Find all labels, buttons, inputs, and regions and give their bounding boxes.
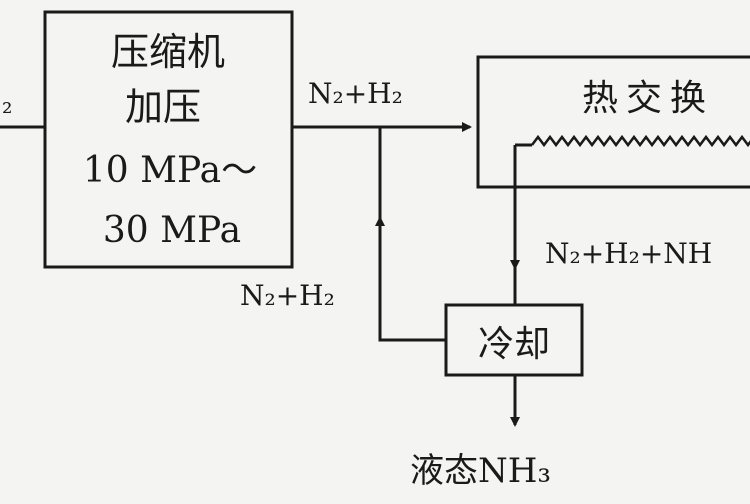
- compressor-line-4: 30 MPa: [103, 210, 241, 251]
- cooler-label: 冷却: [478, 324, 550, 365]
- compressor-line-1: 压缩机: [111, 30, 225, 74]
- inlet-partial-label: ₂: [2, 90, 12, 120]
- heat-exchanger-label: 热交换: [582, 78, 714, 119]
- recycle-line: [378, 127, 446, 342]
- product-label: 液态NH₃: [410, 451, 551, 491]
- compressor-box: [43, 10, 294, 269]
- heat-exchanger-box: [476, 55, 750, 189]
- compressor-line-2: 加压: [125, 85, 201, 129]
- mixed-flow-label: N₂+H₂+NH: [545, 237, 712, 270]
- heat-exchanger-coil: [531, 134, 750, 148]
- compressor-line-3: 10 MPa～: [83, 150, 257, 191]
- compressed-flow-label: N₂+H₂: [308, 77, 403, 110]
- recycle-flow-label: N₂+H₂: [240, 279, 335, 312]
